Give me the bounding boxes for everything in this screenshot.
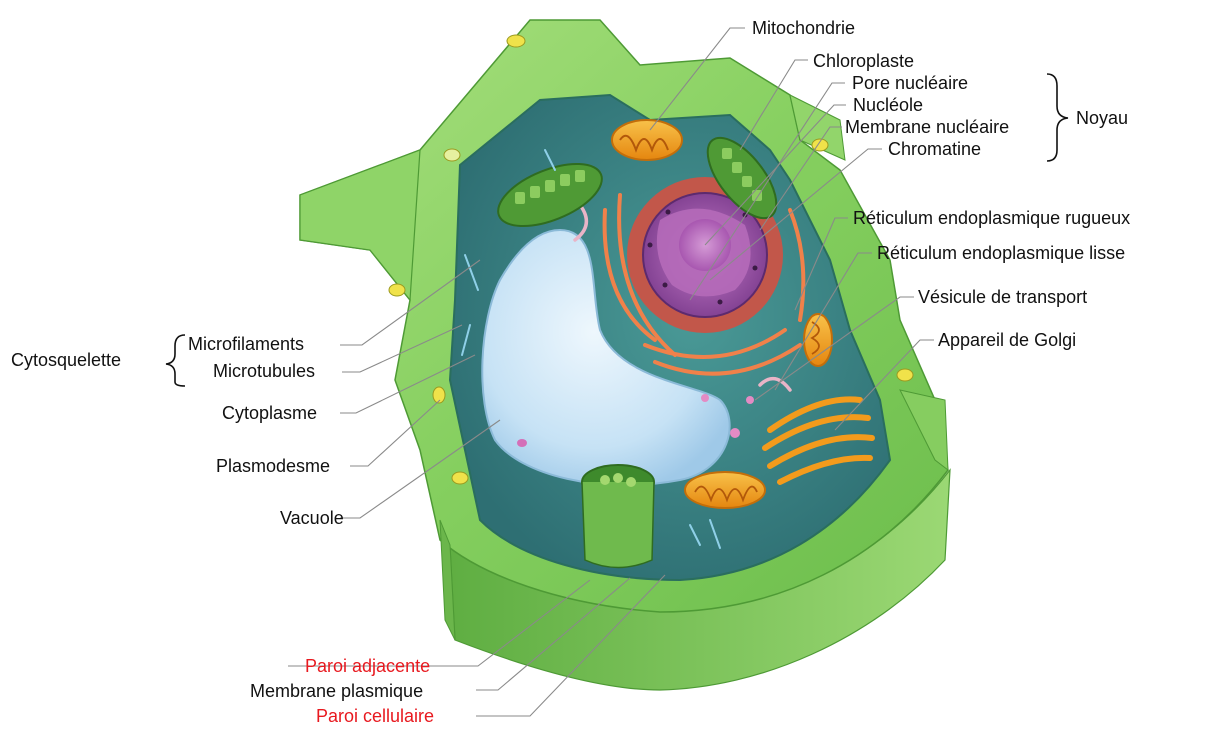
chloroplast-bottom xyxy=(582,465,654,568)
label-vesicule-transport: Vésicule de transport xyxy=(918,287,1087,307)
noyau-brace xyxy=(1047,74,1068,161)
label-cytosquelette: Cytosquelette xyxy=(11,350,121,370)
label-paroi-adjacente: Paroi adjacente xyxy=(305,656,430,676)
vacuole-vesicle xyxy=(517,439,527,447)
label-mitochondrie: Mitochondrie xyxy=(752,18,855,38)
label-appareil-golgi: Appareil de Golgi xyxy=(938,330,1076,350)
label-pore-nucleaire: Pore nucléaire xyxy=(852,73,968,93)
label-microtubules: Microtubules xyxy=(213,361,315,381)
label-reticulum-lisse: Réticulum endoplasmique lisse xyxy=(877,243,1125,263)
label-paroi-cellulaire: Paroi cellulaire xyxy=(316,706,434,726)
cytosquelette-brace xyxy=(166,335,185,386)
label-microfilaments: Microfilaments xyxy=(188,334,304,354)
label-noyau: Noyau xyxy=(1076,108,1128,128)
label-membrane-plasmique: Membrane plasmique xyxy=(250,681,423,701)
mitochondrion-bottom xyxy=(685,472,765,508)
mitochondrion-right xyxy=(804,314,832,366)
label-vacuole: Vacuole xyxy=(280,508,344,528)
label-membrane-nucleaire: Membrane nucléaire xyxy=(845,117,1009,137)
label-nucleole: Nucléole xyxy=(853,95,923,115)
mitochondrion-top xyxy=(612,120,682,160)
label-cytoplasme: Cytoplasme xyxy=(222,403,317,423)
label-chromatine: Chromatine xyxy=(888,139,981,159)
label-reticulum-rugueux: Réticulum endoplasmique rugueux xyxy=(853,208,1130,228)
label-chloroplaste: Chloroplaste xyxy=(813,51,914,71)
adjacent-wall-left xyxy=(300,150,420,300)
label-plasmodesme: Plasmodesme xyxy=(216,456,330,476)
